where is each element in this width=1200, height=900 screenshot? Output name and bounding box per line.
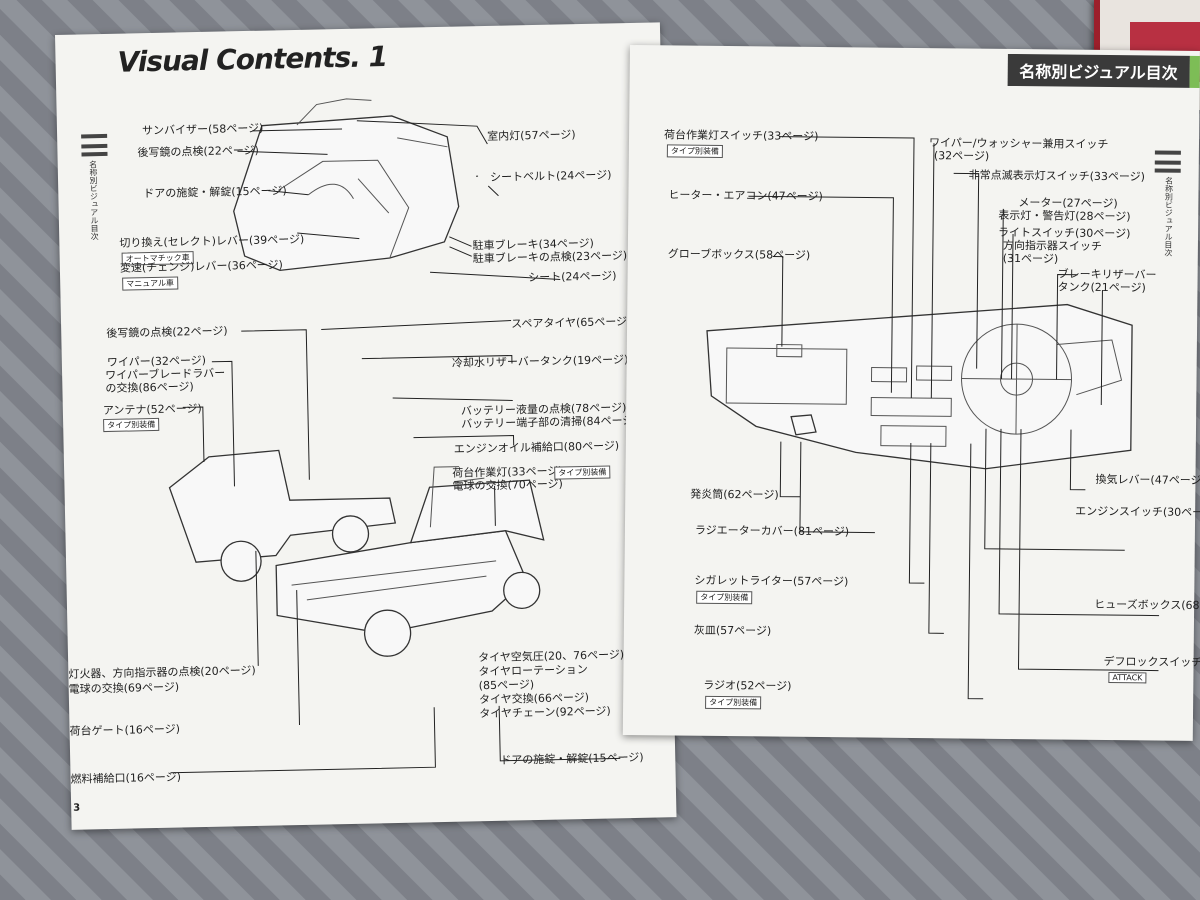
label-tire-rotation: タイヤローテーション — [478, 662, 588, 679]
cab-interior-drawing — [233, 115, 460, 272]
right-page-title: 名称別ビジュアル目次 — [1007, 53, 1190, 88]
label-glove-box: グローブボックス(58ページ) — [667, 247, 811, 262]
right-page: 名称別ビジュアル目次 名称別ビジュアル目次 荷台作業灯スイッチ(33ページ) タ… — [622, 45, 1200, 741]
label-seatbelt: シートベルト(24ページ) — [489, 168, 612, 184]
label-turn-switch-page: (31ページ) — [1002, 251, 1059, 266]
tag-manual: マニュアル車 — [122, 276, 179, 291]
page-number: 3 — [73, 802, 81, 814]
label-bulb-replace-left: 電球の交換(69ページ) — [68, 680, 180, 696]
label-antenna: アンテナ(52ページ) — [102, 402, 202, 418]
label-bed-work-light-switch: 荷台作業灯スイッチ(33ページ) — [663, 128, 819, 143]
label-tire-rotation-page: (85ページ) — [478, 678, 535, 693]
label-door-lock-top: ドアの施錠・解錠(15ページ) — [143, 184, 287, 201]
right-leader-lines — [748, 136, 1160, 700]
label-cigarette: シガレットライター(57ページ) — [694, 573, 849, 589]
tag-cigarette: タイプ別装備 — [696, 590, 753, 605]
label-wiper-washer-page: (32ページ) — [933, 149, 990, 163]
label-radiator-cover: ラジエーターカバー(81ページ) — [694, 523, 850, 539]
dashboard-drawing — [706, 303, 1133, 470]
label-seat: シート(24ページ) — [528, 269, 617, 285]
page-title: Visual Contents. 1 — [117, 40, 388, 79]
label-heater-aircon: ヒーター・エアコン(47ページ) — [668, 188, 823, 204]
left-page: Visual Contents. 1 名称別ビジュアル目次 サンバイザー(58ペ… — [55, 22, 677, 830]
label-flare: 発炎筒(62ページ) — [690, 487, 779, 502]
label-fuel-filler: 燃料補給口(16ページ) — [70, 770, 182, 786]
label-radio: ラジオ(52ページ) — [703, 678, 792, 693]
label-spare-tire: スペアタイヤ(65ページ) — [511, 314, 632, 331]
right-illustration — [706, 136, 1160, 700]
label-mirror-check-top: 後写鏡の点検(22ページ) — [137, 143, 259, 160]
label-hazard-switch: 非常点滅表示灯スイッチ(33ページ) — [968, 168, 1146, 184]
tag-radio: タイプ別装備 — [705, 695, 762, 710]
label-indicator: 表示灯・警告灯(28ページ) — [998, 208, 1131, 224]
left-sidebar-text: 名称別ビジュアル目次 — [88, 160, 100, 241]
label-tire-chain: タイヤチェーン(92ページ) — [479, 704, 611, 721]
label-fuse-box: ヒューズボックス(68 — [1094, 597, 1200, 612]
left-illustration — [168, 98, 621, 774]
label-wiper-blade-replace: の交換(86ページ) — [105, 380, 194, 396]
right-sidebar-text: 名称別ビジュアル目次 — [1163, 176, 1174, 257]
label-brake-reservoir-page: タンク(21ページ) — [1057, 280, 1146, 295]
label-shift-lever-right: 換気レバー(47ページ) — [1095, 472, 1200, 488]
label-ashtray: 灰皿(57ページ) — [693, 623, 772, 638]
leader-lines — [170, 120, 621, 774]
label-diff-lock: デフロックスイッチ — [1103, 654, 1200, 670]
label-room-lamp: 室内灯(57ページ) — [487, 128, 576, 143]
label-bulb-replace-right: 電球の交換(70ページ) — [452, 477, 564, 493]
tag-bed-work-light: タイプ別装備 — [666, 144, 723, 158]
label-mirror-check-mid: 後写鏡の点検(22ページ) — [106, 324, 228, 340]
tag-antenna-type: タイプ別装備 — [103, 417, 160, 433]
label-engine-switch: エンジンスイッチ(30ページ) — [1075, 504, 1200, 520]
tag-attack: ATTACK — [1108, 672, 1147, 684]
label-bed-gate: 荷台ゲート(16ページ) — [69, 722, 181, 738]
label-sunvisor: サンバイザー(58ページ) — [141, 121, 264, 138]
